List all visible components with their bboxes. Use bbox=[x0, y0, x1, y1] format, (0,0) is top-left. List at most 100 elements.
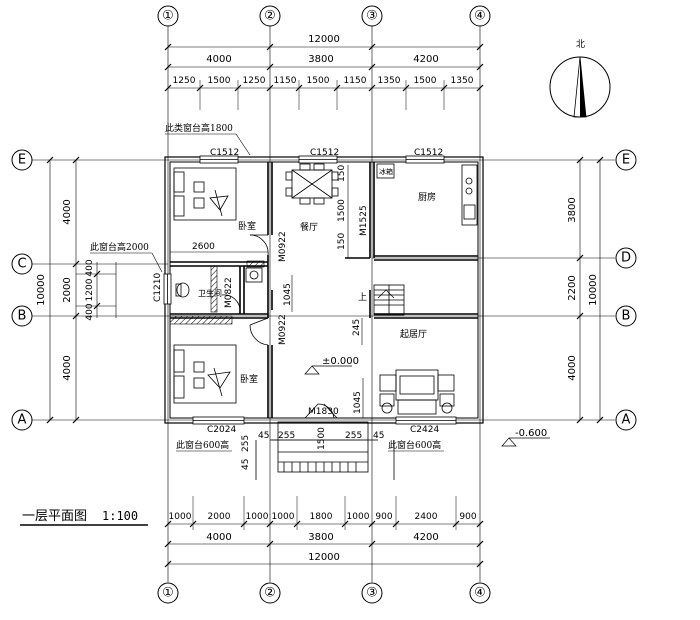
room-label-living: 起居厅 bbox=[400, 329, 427, 340]
notes: 此类窗台高1800 此窗台高2000 此窗台600高 此窗台600高 上 冰箱 bbox=[90, 122, 444, 452]
axis-label-row: A bbox=[622, 413, 631, 428]
window-code: C2424 bbox=[410, 425, 439, 435]
left-dimension-lines bbox=[46, 156, 117, 424]
axis-label-col: ④ bbox=[474, 9, 486, 24]
dim-text: 4000 bbox=[62, 355, 73, 380]
dim-text: 4000 bbox=[206, 532, 231, 543]
hatched-wall-segments bbox=[169, 260, 265, 325]
room-labels: 卧室 餐厅 厨房 卫生间 卧室 起居厅 bbox=[198, 191, 436, 385]
level-marker-floor bbox=[304, 365, 352, 375]
dim-text: 45 bbox=[241, 459, 251, 470]
door-code: M0922 bbox=[278, 314, 288, 345]
dim-text: 1000 bbox=[347, 512, 370, 522]
axis-label-col: ③ bbox=[366, 9, 378, 24]
stair-up-label: 上 bbox=[358, 292, 367, 303]
dim-text: 1250 bbox=[173, 76, 196, 86]
room-label-kitchen: 厨房 bbox=[418, 191, 436, 203]
windows bbox=[163, 155, 457, 425]
axis-bubble-labels: ① ② ③ ④ ① ② ③ ④ E C B A E D B A bbox=[17, 9, 631, 601]
axis-label-row: D bbox=[621, 251, 631, 266]
interior-dimension-lines bbox=[170, 165, 368, 441]
dim-text: 10000 bbox=[588, 274, 599, 306]
dim-text: 245 bbox=[352, 319, 362, 336]
dim-text: 150 bbox=[337, 165, 347, 182]
door-code: M0822 bbox=[224, 277, 234, 308]
dim-text: 900 bbox=[459, 512, 476, 522]
axis-label-row: B bbox=[18, 309, 27, 324]
dim-text: 1500 bbox=[307, 76, 330, 86]
dim-text: 2000 bbox=[62, 277, 73, 302]
axis-label-col: ③ bbox=[366, 586, 378, 601]
dim-text: 4200 bbox=[413, 54, 438, 65]
dim-text: 1045 bbox=[353, 391, 363, 414]
room-label-bedroom-bottom: 卧室 bbox=[240, 373, 258, 385]
north-arrow bbox=[549, 56, 611, 118]
interior-dimension-texts: 2600 1500 150 150 1045 1045 245 1500 255… bbox=[192, 165, 384, 470]
axis-label-col: ② bbox=[264, 586, 276, 601]
fridge-label: 冰箱 bbox=[379, 167, 393, 176]
window-code: C1210 bbox=[153, 273, 163, 302]
axis-label-row: E bbox=[622, 153, 630, 168]
dim-text: 2600 bbox=[192, 242, 215, 252]
dim-text: 1500 bbox=[317, 427, 327, 450]
dim-text: 1200 bbox=[85, 278, 95, 301]
drawing-title: 一层平面图 bbox=[22, 509, 87, 524]
right-dimension-texts: 3800 2200 4000 10000 bbox=[567, 197, 599, 380]
window-code: C1512 bbox=[310, 148, 339, 158]
dim-text: 1150 bbox=[344, 76, 367, 86]
doors bbox=[221, 234, 338, 419]
dim-text: 12000 bbox=[308, 552, 340, 563]
toilet-fixtures bbox=[175, 267, 263, 298]
window-code: C1512 bbox=[210, 148, 239, 158]
window-code: C1512 bbox=[414, 148, 443, 158]
dim-text: 400 bbox=[85, 303, 95, 320]
axis-label-row: B bbox=[622, 309, 631, 324]
dim-text: 1045 bbox=[283, 283, 293, 306]
dim-text: 1150 bbox=[274, 76, 297, 86]
note-sill-600-left: 此窗台600高 bbox=[176, 439, 229, 451]
dim-text: 4000 bbox=[62, 199, 73, 224]
door-codes: M0922 M0822 M0922 M1525 M1830 bbox=[224, 205, 369, 417]
dim-text: 255 bbox=[278, 431, 295, 441]
dim-text: 3800 bbox=[567, 197, 578, 222]
axis-label-col: ④ bbox=[474, 586, 486, 601]
dim-text: 1800 bbox=[310, 512, 333, 522]
compass-north-label: 北 bbox=[576, 39, 585, 50]
note-sill-1800: 此类窗台高1800 bbox=[165, 122, 233, 134]
dim-text: 1500 bbox=[337, 199, 347, 222]
bed-bottom bbox=[173, 344, 237, 404]
dim-text: 1000 bbox=[246, 512, 269, 522]
axis-grid-lines bbox=[32, 26, 615, 582]
dining-table bbox=[285, 163, 339, 205]
dim-text: 400 bbox=[85, 259, 95, 276]
dim-text: 1350 bbox=[378, 76, 401, 86]
dim-text: 2200 bbox=[567, 275, 578, 300]
bed-top bbox=[173, 167, 237, 221]
dim-text: 1250 bbox=[243, 76, 266, 86]
dim-text: 1000 bbox=[169, 512, 192, 522]
dim-text: 2000 bbox=[208, 512, 231, 522]
left-dimension-texts: 4000 2000 4000 10000 1200 400 400 bbox=[36, 199, 95, 380]
dim-text: 1500 bbox=[208, 76, 231, 86]
drawing-scale: 1:100 bbox=[102, 509, 138, 523]
right-dimension-lines bbox=[576, 156, 604, 424]
axis-label-col: ① bbox=[162, 9, 174, 24]
note-sill-600-right: 此窗台600高 bbox=[388, 439, 441, 451]
dim-text: 12000 bbox=[308, 34, 340, 45]
bottom-dimension-lines bbox=[164, 496, 484, 568]
bottom-dimension-texts: 1000 2000 1000 1000 1800 1000 900 2400 9… bbox=[169, 512, 477, 563]
dim-text: 4200 bbox=[413, 532, 438, 543]
axis-label-row: E bbox=[18, 153, 26, 168]
door-code: M0922 bbox=[278, 231, 288, 262]
axis-label-col: ① bbox=[162, 586, 174, 601]
dim-text: 150 bbox=[337, 233, 347, 250]
room-label-toilet: 卫生间 bbox=[198, 288, 222, 298]
axis-label-row: C bbox=[17, 257, 26, 272]
top-dimension-texts: 12000 4000 3800 4200 1250 1500 1250 1150… bbox=[173, 34, 474, 86]
level-floor: ±0.000 bbox=[322, 356, 359, 367]
room-label-dining: 餐厅 bbox=[300, 221, 318, 233]
dim-text: 1000 bbox=[272, 512, 295, 522]
door-code: M1830 bbox=[308, 407, 339, 417]
dim-text: 45 bbox=[373, 431, 384, 441]
